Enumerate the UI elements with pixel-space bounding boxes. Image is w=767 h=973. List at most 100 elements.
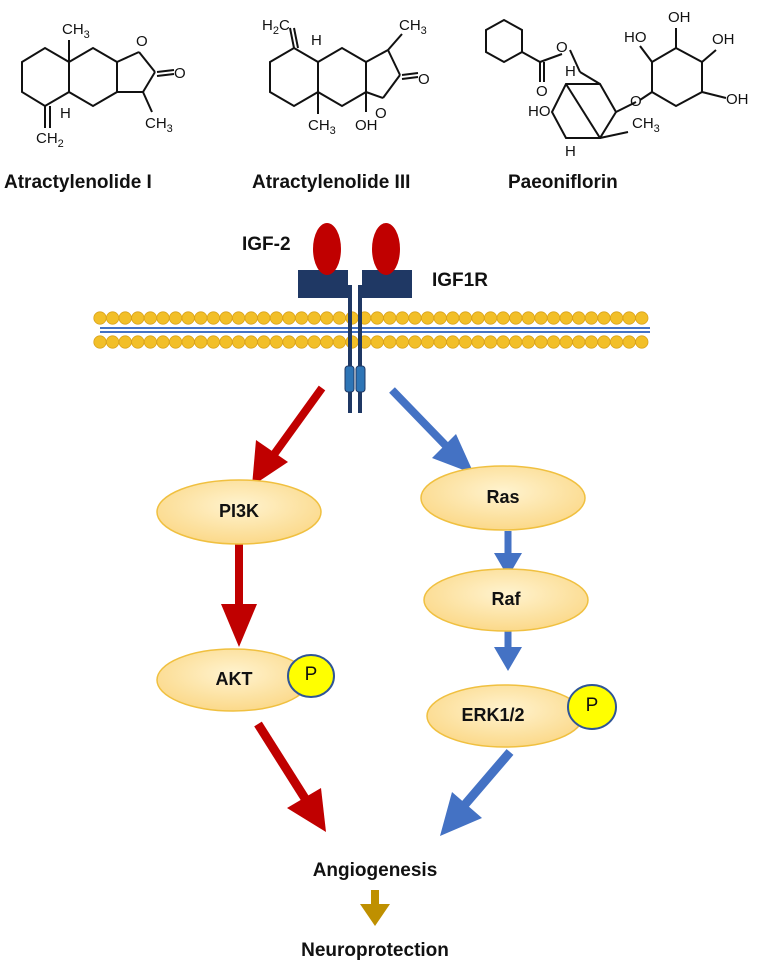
paeoniflorin-structure — [485, 18, 727, 139]
lipid-head — [395, 311, 409, 325]
receptor-right-stalk — [358, 285, 362, 413]
atractylenolide-i-structure — [21, 40, 175, 128]
svg-text:O: O — [630, 93, 642, 110]
lipid-head — [483, 311, 498, 325]
lipid-head — [332, 311, 346, 325]
lipid-head — [521, 311, 536, 325]
lipid-head — [622, 335, 636, 349]
lipid-head — [257, 311, 271, 325]
lipid-head — [383, 311, 397, 325]
pi3k-label: PI3K — [218, 501, 260, 521]
svg-text:H2C: H2C — [262, 17, 290, 37]
kinase-domain-left — [344, 365, 355, 393]
svg-text:OH: OH — [668, 9, 691, 26]
lipid-head — [320, 335, 334, 349]
svg-text:CH3: CH3 — [145, 115, 173, 135]
svg-text:CH3: CH3 — [632, 115, 660, 135]
svg-text:H: H — [60, 105, 71, 122]
lipid-head — [559, 311, 573, 325]
svg-text:H: H — [565, 143, 576, 160]
lipid-head — [269, 311, 283, 325]
lipid-head — [93, 335, 107, 349]
lipid-head — [181, 311, 195, 325]
lipid-head — [370, 311, 384, 325]
akt-label: AKT — [215, 669, 253, 689]
lipid-head — [232, 335, 246, 349]
kinase-domain-right — [355, 365, 366, 393]
lipid-head — [572, 311, 586, 325]
lipid-head — [483, 335, 498, 349]
lipid-head — [370, 335, 384, 349]
lipid-head — [244, 335, 258, 349]
receptor-left-domain — [298, 270, 348, 298]
lipid-head — [408, 311, 422, 325]
lipid-head — [106, 335, 120, 349]
svg-text:O: O — [536, 83, 548, 100]
akt-to-angiogenesis-arrow — [254, 721, 326, 832]
svg-text:CH2: CH2 — [36, 130, 64, 150]
pi3k-node — [156, 479, 322, 545]
ras-node — [420, 465, 586, 531]
lipid-head — [181, 335, 195, 349]
lipid-head — [307, 311, 321, 325]
receptor-left-stalk — [348, 285, 352, 413]
lipid-head — [282, 311, 296, 325]
cell-membrane — [93, 311, 650, 349]
svg-text:O: O — [375, 105, 387, 122]
raf-node — [423, 568, 589, 632]
ras-to-raf-arrow — [494, 531, 522, 577]
lipid-head — [118, 335, 132, 349]
svg-text:CH3: CH3 — [308, 117, 336, 137]
atractylenolide-iii-label: Atractylenolide III — [252, 172, 411, 193]
svg-text:OH: OH — [355, 117, 378, 134]
akt-phospho-badge — [287, 654, 335, 698]
lipid-head — [257, 335, 271, 349]
lipid-head — [294, 311, 309, 325]
lipid-head — [194, 311, 208, 325]
lipid-head — [458, 335, 472, 349]
erk-phospho-badge — [567, 684, 617, 730]
lipid-head — [156, 335, 170, 349]
erk-label: ERK1/2 — [461, 705, 525, 725]
atractylenolide-iii-structure — [269, 27, 419, 114]
lipid-head — [131, 311, 145, 325]
akt-phospho-label: P — [304, 664, 318, 685]
lipid-head — [584, 311, 599, 325]
lipid-head — [609, 311, 624, 325]
svg-text:OH: OH — [726, 91, 749, 108]
lipid-head — [93, 311, 107, 325]
lipid-head — [232, 311, 246, 325]
lipid-head — [446, 311, 460, 325]
erk-phospho-label: P — [585, 695, 599, 716]
lipid-head — [408, 335, 422, 349]
lipid-head — [584, 335, 599, 349]
lipid-head — [206, 335, 220, 349]
igf2-label: IGF-2 — [242, 234, 291, 255]
lipid-head — [320, 311, 334, 325]
lipid-head — [521, 335, 536, 349]
igf2-ligand-left — [313, 223, 341, 275]
svg-text:CH3: CH3 — [399, 17, 427, 37]
lipid-head — [546, 335, 561, 349]
lipid-head — [458, 311, 472, 325]
atractylenolide-i-label: Atractylenolide I — [4, 172, 152, 193]
lipid-head — [244, 311, 258, 325]
lipid-head — [219, 311, 233, 325]
lipid-head — [307, 335, 321, 349]
lipid-head — [194, 335, 208, 349]
lipid-head — [546, 311, 561, 325]
lipid-head — [156, 311, 170, 325]
lipid-head — [622, 311, 636, 325]
pi3k-to-akt-arrow — [221, 544, 257, 647]
pi3k-arrow — [252, 385, 326, 486]
lipid-head — [509, 311, 523, 325]
lipid-head — [206, 311, 220, 325]
svg-text:O: O — [136, 33, 148, 50]
lipid-head — [572, 335, 586, 349]
svg-text:O: O — [174, 65, 186, 82]
lipid-head — [395, 335, 409, 349]
erk-to-angiogenesis-arrow — [440, 749, 514, 836]
igf2-ligand-right — [372, 223, 400, 275]
lipid-head — [118, 311, 132, 325]
lipid-head — [269, 335, 283, 349]
